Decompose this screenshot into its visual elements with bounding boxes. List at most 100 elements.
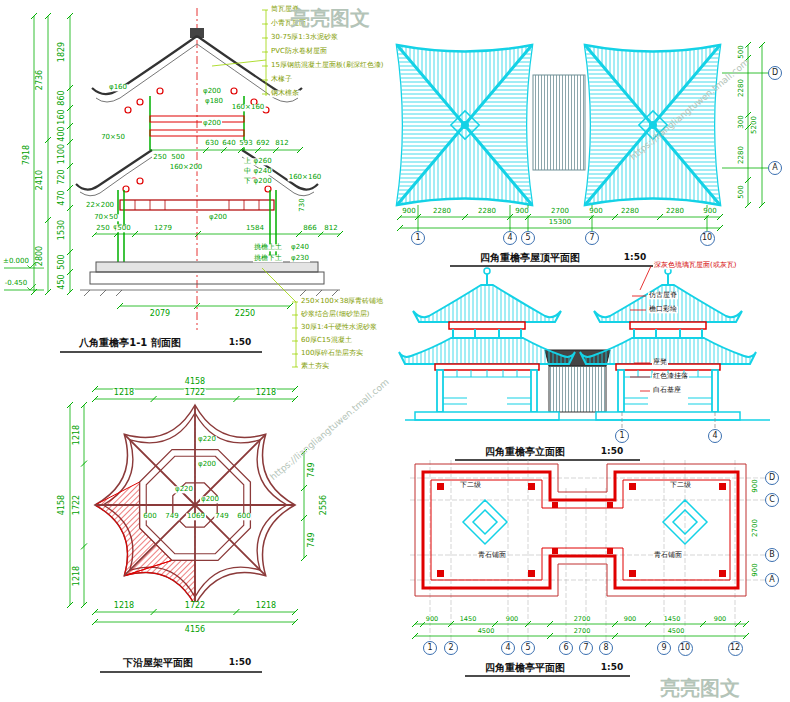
dimension-text: 2800	[36, 245, 44, 267]
dimension-text: 900	[401, 208, 416, 215]
axis-number: 7	[583, 644, 588, 652]
watermark: 亮亮图文	[659, 678, 741, 699]
drawing-title: 四角重檐亭立面图	[484, 447, 566, 458]
dimension-text: 1218	[255, 389, 277, 397]
roof-outline	[95, 405, 295, 605]
callout-note: 木椽子	[270, 76, 293, 83]
dimension-line	[400, 45, 768, 231]
axis-bubble: 7	[579, 641, 593, 655]
dimension-text: 1218	[113, 602, 135, 610]
axis-number: A	[769, 576, 774, 584]
dimension-text: 160×160	[231, 104, 266, 111]
axis-line	[622, 412, 715, 429]
dimension-text: 4500	[477, 628, 496, 635]
roof-square	[397, 45, 532, 205]
column	[629, 483, 636, 490]
floor-plan	[410, 460, 765, 676]
title-underline	[450, 265, 662, 267]
dimension-text: 2280	[738, 145, 745, 165]
title-underline	[60, 351, 262, 353]
dimension-line	[70, 389, 304, 622]
dimension-text: 900	[702, 208, 717, 215]
axis-number: 1	[415, 234, 420, 242]
dimension-text: 450	[58, 273, 66, 290]
axis-number: 12	[730, 644, 740, 652]
dimension-text: 692	[255, 140, 270, 147]
axis-number: 2	[448, 644, 453, 652]
column	[607, 548, 613, 554]
roof-plan	[397, 42, 768, 266]
watermark: https://liangliangtuwen.tmall.com	[268, 377, 392, 483]
dimension-tick	[397, 42, 765, 231]
dimension-text: 400	[58, 125, 66, 142]
dimension-text: φ230	[290, 255, 310, 262]
dimension-text: 中 φ240	[243, 168, 272, 175]
axis-bubble: 2	[444, 641, 458, 655]
dimension-text: 1100	[58, 143, 66, 165]
foundation	[90, 272, 324, 284]
dimension-text: 860	[58, 89, 66, 106]
axis-number: 10	[702, 234, 712, 242]
axis-bubble: 10	[700, 231, 715, 246]
callout-note: 深灰色琉璃瓦屋面(或灰瓦)	[653, 262, 737, 269]
drawing-title: 四角重檐亭屋顶平面图	[479, 253, 581, 264]
axis-number: 4	[712, 432, 717, 440]
axis-bubble: 4	[708, 429, 722, 443]
dimension-text: 2280	[432, 208, 452, 215]
leader-line	[212, 10, 268, 96]
axis-bubble: C	[765, 493, 779, 507]
axis-number: 7	[589, 234, 594, 242]
axis-bubble: 6	[559, 641, 573, 655]
axis-bubble: 7	[585, 231, 599, 245]
purlin	[231, 88, 237, 94]
drawing-title: 1:50	[228, 338, 252, 347]
lower-beam	[120, 200, 274, 210]
dimension-text: 900	[514, 208, 529, 215]
dimension-text: 730	[299, 197, 306, 212]
dimension-text: 2280	[665, 208, 685, 215]
column	[437, 570, 444, 577]
axis-number: 1	[619, 432, 624, 440]
dimension-text: 2079	[149, 310, 171, 318]
dimension-text: φ200	[197, 461, 217, 468]
axis-line	[410, 460, 765, 641]
drawing-title: 1:50	[623, 253, 647, 262]
dimension-text: 下二级	[669, 482, 692, 489]
corridor-wall	[549, 366, 606, 412]
axis-bubble: 12	[728, 641, 743, 656]
dimension-text: φ220	[174, 486, 194, 493]
dimension-text: 2700	[752, 518, 759, 538]
dimension-text: 挑檐下土	[253, 255, 283, 262]
watermark: 亮亮图文	[289, 8, 371, 29]
dimension-text: 挑檐上土	[253, 244, 283, 251]
dimension-text: 250	[152, 154, 167, 161]
column	[719, 570, 726, 577]
dimension-text: 749	[164, 513, 179, 520]
column	[629, 570, 636, 577]
dimension-text: 749	[214, 513, 229, 520]
dimension-text: 7918	[23, 144, 31, 166]
dimension-text: 2736	[36, 69, 44, 91]
dimension-text: 2410	[36, 169, 44, 191]
dimension-text: 22×200	[85, 202, 115, 209]
platform-edge	[423, 472, 738, 588]
dimension-text: 1722	[184, 389, 206, 397]
dimension-text: 下二级	[459, 482, 482, 489]
dimension-text: 866	[302, 225, 317, 232]
dimension-text: 2280	[477, 208, 497, 215]
column	[719, 483, 726, 490]
dimension-text: 下 φ200	[243, 178, 272, 185]
axis-number: 8	[603, 644, 608, 652]
dimension-text: 4158	[58, 494, 66, 516]
axis-number: 6	[563, 644, 568, 652]
drawing-title: 八角重檐亭1-1 剖面图	[78, 338, 182, 349]
drawing-title: 1:50	[600, 447, 624, 456]
callout-note: 檐口彩绘	[648, 306, 678, 313]
dimension-text: 593	[238, 140, 253, 147]
dimension-line	[415, 624, 746, 636]
axis-bubble: 1	[411, 231, 425, 245]
purlin	[123, 88, 271, 192]
dimension-line	[34, 16, 70, 292]
dimension-tick	[92, 147, 343, 309]
